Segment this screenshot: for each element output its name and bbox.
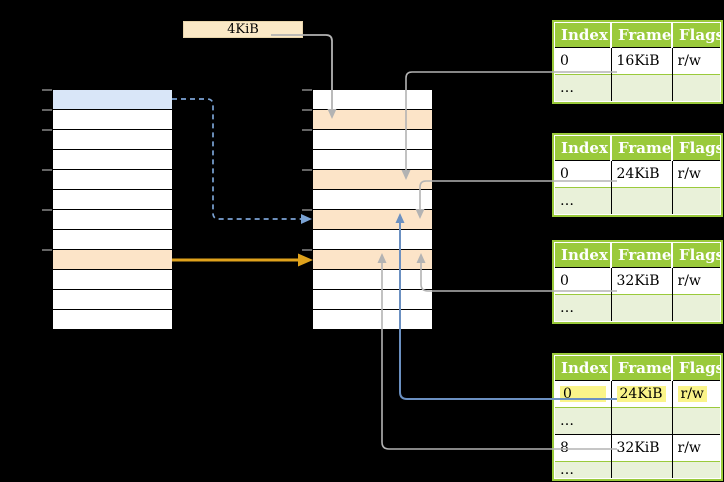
frame-cell — [313, 90, 432, 110]
frame-cell — [610, 187, 672, 214]
address-ticks-right — [302, 89, 312, 251]
memory-cell-orange — [53, 250, 172, 270]
table-header-row: Index Frame Flags — [555, 243, 720, 268]
index-cell: … — [555, 187, 611, 214]
frame-cell — [313, 150, 432, 170]
flags-cell — [671, 461, 720, 478]
index-cell: … — [555, 407, 611, 435]
frame-cell — [610, 407, 672, 435]
col-header-frame: Frame — [610, 23, 672, 48]
flags-cell: r/w — [671, 380, 720, 408]
table-row: 0 16KiB r/w — [555, 47, 720, 75]
flags-cell: r/w — [671, 267, 720, 295]
virtual-to-physical-dashed-arrow — [172, 98, 312, 224]
page-table-1: Index Frame Flags 0 16KiB r/w … — [552, 20, 723, 104]
col-header-frame: Frame — [610, 356, 672, 381]
flags-cell — [671, 187, 720, 214]
memory-cell — [53, 190, 172, 210]
frame-cell: 32KiB — [610, 434, 672, 462]
col-header-flags: Flags — [671, 136, 720, 161]
frame-cell — [313, 270, 432, 290]
index-cell: 0 — [555, 380, 611, 408]
table-row-ellipsis: … — [555, 74, 720, 101]
col-header-index: Index — [555, 136, 611, 161]
table-header-row: Index Frame Flags — [555, 23, 720, 48]
frame-cell-orange — [313, 210, 432, 230]
middle-memory-column — [313, 90, 432, 330]
table-header-row: Index Frame Flags — [555, 356, 720, 381]
flags-cell — [671, 74, 720, 101]
highlight-marker: 24KiB — [616, 386, 666, 402]
index-cell: … — [555, 74, 611, 101]
frame-cell — [313, 190, 432, 210]
frame-cell — [610, 461, 672, 478]
virtual-to-physical-orange-arrow — [172, 253, 313, 267]
left-memory-column — [53, 90, 172, 330]
page-table-4: Index Frame Flags 0 24KiB r/w … 8 32KiB … — [552, 353, 723, 481]
index-cell: 8 — [555, 434, 611, 462]
page-table-3: Index Frame Flags 0 32KiB r/w … — [552, 240, 723, 324]
memory-cell — [53, 150, 172, 170]
memory-cell — [53, 110, 172, 130]
table-row: 0 24KiB r/w — [555, 160, 720, 188]
memory-cell — [53, 290, 172, 310]
table-row-ellipsis: … — [555, 407, 720, 435]
flags-cell: r/w — [671, 47, 720, 75]
frame-cell — [313, 310, 432, 330]
memory-cell — [53, 210, 172, 230]
table-header-row: Index Frame Flags — [555, 136, 720, 161]
page-table-2: Index Frame Flags 0 24KiB r/w … — [552, 133, 723, 217]
table-row-ellipsis: … — [555, 461, 720, 478]
memory-cell-blue — [53, 90, 172, 110]
highlight-marker: 0 — [560, 386, 606, 402]
memory-cell — [53, 130, 172, 150]
frame-cell: 24KiB — [610, 380, 672, 408]
index-cell: 0 — [555, 160, 611, 188]
frame-cell: 16KiB — [610, 47, 672, 75]
index-cell: 0 — [555, 267, 611, 295]
table-row-highlighted: 0 24KiB r/w — [555, 380, 720, 408]
flags-cell: r/w — [671, 434, 720, 462]
frame-cell-orange — [313, 170, 432, 190]
address-ticks-left — [42, 89, 52, 251]
table-row-ellipsis: … — [555, 294, 720, 321]
page-size-label: 4KiB — [183, 21, 303, 38]
memory-cell — [53, 310, 172, 330]
flags-cell — [671, 407, 720, 435]
frame-cell-orange — [313, 250, 432, 270]
table-row: 0 32KiB r/w — [555, 267, 720, 295]
flags-cell: r/w — [671, 160, 720, 188]
index-cell: 0 — [555, 47, 611, 75]
table-row-ellipsis: … — [555, 187, 720, 214]
col-header-flags: Flags — [671, 356, 720, 381]
index-cell: … — [555, 294, 611, 321]
frame-cell — [313, 290, 432, 310]
flags-cell — [671, 294, 720, 321]
index-cell: … — [555, 461, 611, 478]
memory-cell — [53, 170, 172, 190]
highlight-marker: r/w — [677, 386, 707, 402]
memory-cell — [53, 270, 172, 290]
col-header-index: Index — [555, 23, 611, 48]
col-header-flags: Flags — [671, 23, 720, 48]
col-header-index: Index — [555, 243, 611, 268]
frame-cell: 32KiB — [610, 267, 672, 295]
frame-cell — [610, 74, 672, 101]
frame-cell — [313, 230, 432, 250]
frame-cell: 24KiB — [610, 160, 672, 188]
frame-cell-orange — [313, 110, 432, 130]
col-header-frame: Frame — [610, 136, 672, 161]
table-row: 8 32KiB r/w — [555, 434, 720, 462]
col-header-index: Index — [555, 356, 611, 381]
col-header-frame: Frame — [610, 243, 672, 268]
frame-cell — [610, 294, 672, 321]
frame-cell — [313, 130, 432, 150]
col-header-flags: Flags — [671, 243, 720, 268]
memory-cell — [53, 230, 172, 250]
